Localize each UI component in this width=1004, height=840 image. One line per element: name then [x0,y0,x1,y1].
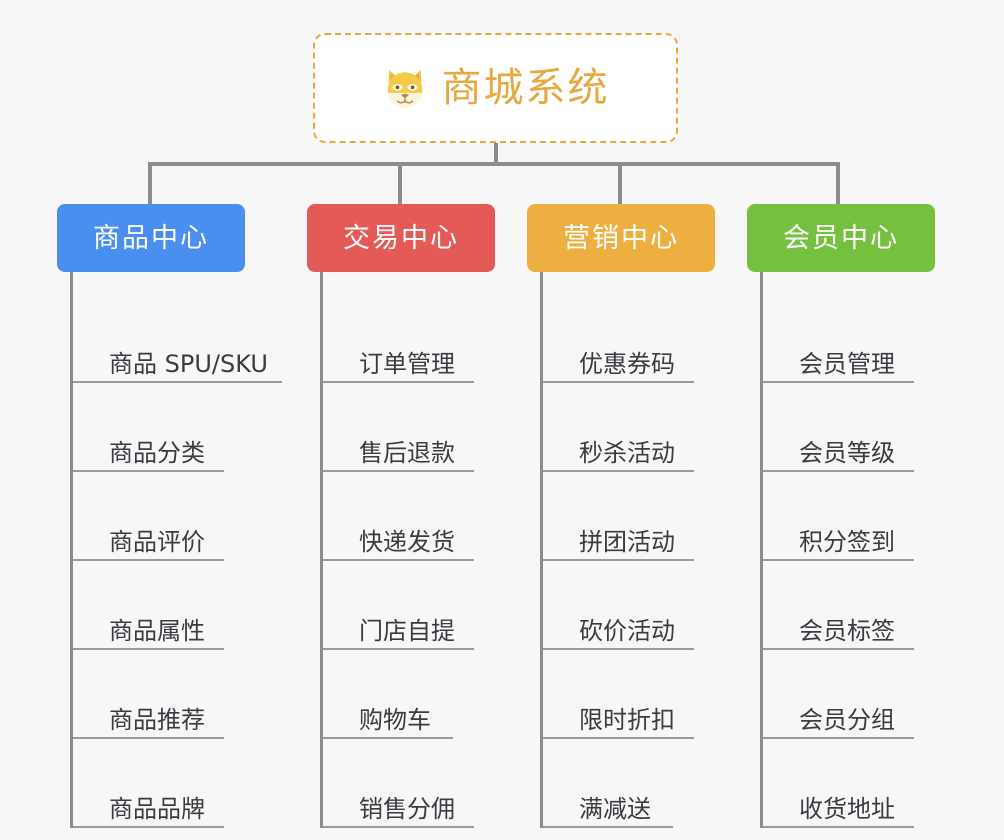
leaf-label: 商品推荐 [109,706,205,734]
leaf-underline [763,648,914,650]
leaf-underline [323,381,474,383]
leaf-underline [763,559,914,561]
connector-root-stem [494,143,498,164]
leaf-label: 限时折扣 [579,706,675,734]
shiba-dog-face-icon [387,70,422,108]
leaf-label: 商品分类 [109,439,205,467]
list-item[interactable]: 购物车 [323,650,495,739]
category-header-2[interactable]: 交易中心 [307,204,495,272]
leaf-underline [543,648,694,650]
list-item[interactable]: 销售分佣 [323,739,495,828]
leaf-label: 砍价活动 [579,617,675,645]
list-item[interactable]: 限时折扣 [543,650,715,739]
leaf-label: 会员标签 [799,617,895,645]
category-header-label-2: 交易中心 [343,222,459,254]
leaf-label: 会员管理 [799,350,895,378]
category-column-4: 会员中心 会员管理 会员等级 积分签到 会员标签 会员分组 [747,204,935,828]
connector-drop-1 [148,162,152,204]
list-item[interactable]: 会员等级 [763,383,935,472]
leaf-label: 商品评价 [109,528,205,556]
category-header-1[interactable]: 商品中心 [57,204,245,272]
category-header-label-4: 会员中心 [783,222,899,254]
connector-drop-3 [618,162,622,204]
leaf-underline [323,559,474,561]
leaf-label: 会员等级 [799,439,895,467]
leaf-label: 售后退款 [359,439,455,467]
leaf-label: 订单管理 [359,350,455,378]
list-item[interactable]: 商品分类 [73,383,245,472]
leaf-underline [73,826,224,828]
category-header-4[interactable]: 会员中心 [747,204,935,272]
leaf-label: 拼团活动 [579,528,675,556]
list-item[interactable]: 快递发货 [323,472,495,561]
leaf-underline [763,381,914,383]
leaf-underline [543,826,673,828]
list-item[interactable]: 优惠券码 [543,294,715,383]
list-item[interactable]: 商品 SPU/SKU [73,294,282,383]
leaf-underline [763,737,914,739]
leaf-label: 商品属性 [109,617,205,645]
list-item[interactable]: 商品评价 [73,472,245,561]
leaf-underline [543,559,694,561]
leaf-label: 满减送 [579,795,651,823]
leaf-label: 销售分佣 [359,795,455,823]
leaf-label: 秒杀活动 [579,439,675,467]
leaf-underline [763,470,914,472]
leaf-underline [763,826,914,828]
list-item[interactable]: 砍价活动 [543,561,715,650]
leaf-label: 商品品牌 [109,795,205,823]
leaf-underline [73,381,282,383]
leaf-list-2: 订单管理 售后退款 快递发货 门店自提 购物车 销售分佣 [320,272,495,828]
leaf-underline [73,648,224,650]
list-item[interactable]: 会员标签 [763,561,935,650]
list-item[interactable]: 秒杀活动 [543,383,715,472]
list-item[interactable]: 拼团活动 [543,472,715,561]
connector-horizontal-bus [148,162,840,166]
list-item[interactable]: 会员分组 [763,650,935,739]
category-column-1: 商品中心 商品 SPU/SKU 商品分类 商品评价 商品属性 商品推荐 [57,204,282,828]
connector-drop-2 [398,162,402,204]
root-node[interactable]: 商城系统 [313,33,678,143]
leaf-list-1: 商品 SPU/SKU 商品分类 商品评价 商品属性 商品推荐 商品品牌 [70,272,282,828]
category-column-3: 营销中心 优惠券码 秒杀活动 拼团活动 砍价活动 限时折扣 [527,204,715,828]
leaf-underline [73,470,224,472]
list-item[interactable]: 订单管理 [323,294,495,383]
list-item[interactable]: 商品品牌 [73,739,245,828]
category-column-2: 交易中心 订单管理 售后退款 快递发货 门店自提 购物车 [307,204,495,828]
leaf-underline [323,648,474,650]
leaf-label: 会员分组 [799,706,895,734]
leaf-label: 收货地址 [799,795,895,823]
leaf-list-3: 优惠券码 秒杀活动 拼团活动 砍价活动 限时折扣 满减送 [540,272,715,828]
leaf-list-4: 会员管理 会员等级 积分签到 会员标签 会员分组 收货地址 [760,272,935,828]
list-item[interactable]: 商品属性 [73,561,245,650]
leaf-underline [543,470,694,472]
category-header-label-3: 营销中心 [563,222,679,254]
leaf-label: 优惠券码 [579,350,675,378]
leaf-label: 积分签到 [799,528,895,556]
root-title: 商城系统 [441,65,610,111]
leaf-underline [543,737,694,739]
list-item[interactable]: 满减送 [543,739,715,828]
connector-drop-4 [836,162,840,204]
list-item[interactable]: 会员管理 [763,294,935,383]
leaf-underline [323,737,453,739]
leaf-underline [543,381,694,383]
list-item[interactable]: 售后退款 [323,383,495,472]
leaf-label: 快递发货 [359,528,455,556]
leaf-label: 商品 SPU/SKU [109,350,268,378]
leaf-underline [323,826,474,828]
list-item[interactable]: 积分签到 [763,472,935,561]
list-item[interactable]: 收货地址 [763,739,935,828]
list-item[interactable]: 门店自提 [323,561,495,650]
category-header-3[interactable]: 营销中心 [527,204,715,272]
leaf-underline [73,559,224,561]
leaf-underline [323,470,474,472]
leaf-label: 门店自提 [359,617,455,645]
leaf-underline [73,737,224,739]
list-item[interactable]: 商品推荐 [73,650,245,739]
category-header-label-1: 商品中心 [93,222,209,254]
leaf-label: 购物车 [359,706,431,734]
